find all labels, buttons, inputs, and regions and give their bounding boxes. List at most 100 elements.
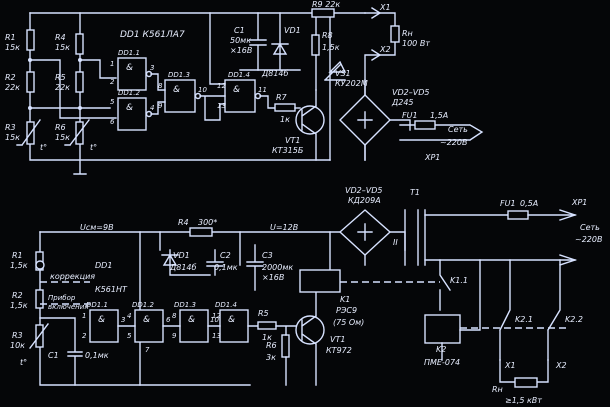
bottom-vt1-transistor <box>295 315 325 345</box>
label-top-dd11: DD1.1 <box>118 49 140 57</box>
label-top-t2: t° <box>90 143 97 152</box>
top-r5 <box>75 71 84 93</box>
label-top-pin2: 2 <box>110 78 115 86</box>
bottom-dd1-4-gate <box>219 309 249 343</box>
label-top-pin11: 11 <box>258 86 267 94</box>
label-bottom-r4: R4 <box>178 218 189 227</box>
label-bottom-k1: K1 <box>340 295 350 304</box>
label-bottom-vd1: VD1 <box>173 251 190 260</box>
label-top-pin9: 9 <box>158 102 163 110</box>
label-top-vt1: VT1 <box>285 136 300 145</box>
top-r1 <box>26 29 35 51</box>
label-bottom-k2: K2 <box>436 345 446 354</box>
bottom-r2 <box>35 289 44 309</box>
label-top-amp1: & <box>126 63 133 73</box>
label-top-r1: R1 <box>5 33 16 42</box>
label-top-set2: ~220В <box>440 138 467 147</box>
label-top-xp1: XP1 <box>424 153 440 162</box>
label-bottom-r2: R2 <box>12 291 23 300</box>
label-bottom-roman: II <box>393 238 398 247</box>
label-bottom-amp2: & <box>143 315 150 325</box>
label-bottom-pin6: 6 <box>166 316 171 324</box>
label-top-r6: R6 <box>55 123 66 132</box>
bottom-circuit <box>29 209 578 388</box>
bottom-fu1-fuse <box>507 210 529 220</box>
label-bottom-c2v: 0,1мк <box>214 263 238 272</box>
label-top-rnv: 100 Вт <box>402 39 430 48</box>
label-bottom-set1: Сеть <box>580 223 600 232</box>
label-bottom-pin9: 9 <box>172 332 177 340</box>
label-bottom-dd12: DD1.2 <box>132 301 154 309</box>
label-bottom-c3v: 2000мк <box>262 263 293 272</box>
label-top-t1: t° <box>40 143 47 152</box>
label-bottom-pin3: 3 <box>121 316 125 324</box>
label-bottom-amp1: & <box>98 315 105 325</box>
label-bottom-vt1v: КТ972 <box>326 346 352 355</box>
label-bottom-r2v: 1,5к <box>10 301 28 310</box>
label-bottom-pin4: 4 <box>127 312 131 320</box>
label-bottom-pin13: 13 <box>212 332 221 340</box>
label-top-x2: X2 <box>379 45 391 54</box>
label-bottom-c3: C3 <box>262 251 273 260</box>
label-top-dd13: DD1.3 <box>168 71 190 79</box>
bottom-dd1-2-gate <box>134 309 164 343</box>
label-bottom-rnv: ≥1,5 кВт <box>505 396 542 405</box>
label-bottom-pin1: 1 <box>82 312 86 320</box>
label-bottom-x1: X1 <box>504 361 516 370</box>
top-dd1-4-gate <box>224 79 256 113</box>
top-dd1-2-gate <box>117 97 147 131</box>
label-top-rn: Rн <box>402 29 413 38</box>
label-top-pin10: 10 <box>198 86 207 94</box>
top-r9 <box>311 8 335 18</box>
label-top-vd25v: Д245 <box>391 98 414 107</box>
label-bottom-fu1: FU1 <box>500 199 516 208</box>
label-bottom-pin7: 7 <box>145 346 150 354</box>
bottom-dd1-1-gate <box>89 309 119 343</box>
label-top-vd25: VD2–VD5 <box>392 88 429 97</box>
label-top-amp4: & <box>233 85 240 95</box>
label-top-dd14: DD1.4 <box>228 71 250 79</box>
label-top-r6v: 15к <box>55 133 70 142</box>
label-top-r5v: 22к <box>55 83 70 92</box>
label-bottom-pin12: 12 <box>212 312 221 320</box>
label-bottom-r5: R5 <box>258 309 269 318</box>
top-r7 <box>274 103 296 112</box>
label-top-pin6: 6 <box>110 118 115 126</box>
label-bottom-c3v2: ×16В <box>262 273 284 282</box>
label-top-c1v2: ×16В <box>230 46 252 55</box>
label-top-vd1v: Д814б <box>261 69 289 78</box>
label-bottom-rn: Rн <box>492 385 503 394</box>
label-top-vs1v: КУ202М <box>335 79 368 88</box>
label-bottom-dd11: DD1.1 <box>86 301 108 309</box>
label-bottom-vd25v: КД209А <box>348 196 381 205</box>
label-bottom-c2: C2 <box>220 251 231 260</box>
label-bottom-pribor2: включения <box>48 303 89 311</box>
top-vt1-transistor <box>295 105 325 135</box>
top-r4 <box>75 33 84 55</box>
label-top-r3v: 15к <box>5 133 20 142</box>
label-bottom-r1v: 1,5к <box>10 261 28 270</box>
label-top-r3: R3 <box>5 123 16 132</box>
label-bottom-korr: коррекция <box>50 272 95 281</box>
top-labels: R1 15к R2 22к R3 15к R4 15к R5 22к R6 15… <box>5 0 468 162</box>
label-top-fu1v: 1,5А <box>430 111 448 120</box>
label-top-pin13: 13 <box>217 102 226 110</box>
top-dd1-1-gate <box>117 57 147 91</box>
label-top-vt1v: КТ315Б <box>272 146 304 155</box>
label-top-r2: R2 <box>5 73 16 82</box>
label-bottom-amp4: & <box>228 315 235 325</box>
label-top-pin3: 3 <box>150 64 154 72</box>
label-top-r8v: 1,5к <box>322 43 340 52</box>
label-bottom-pribor1: Прибор <box>48 294 76 302</box>
label-top-pin1: 1 <box>110 60 114 68</box>
label-bottom-set2: ~220В <box>575 235 602 244</box>
label-bottom-t1: T1 <box>410 188 420 197</box>
label-top-set1: Сеть <box>448 125 468 134</box>
label-top-c1v: 50мк <box>230 36 251 45</box>
label-bottom-pin2: 2 <box>82 332 87 340</box>
label-bottom-pin10: 10 <box>210 316 219 324</box>
label-top-r8: R8 <box>322 31 333 40</box>
label-top-c1: C1 <box>234 26 245 35</box>
top-circuit <box>16 7 484 175</box>
